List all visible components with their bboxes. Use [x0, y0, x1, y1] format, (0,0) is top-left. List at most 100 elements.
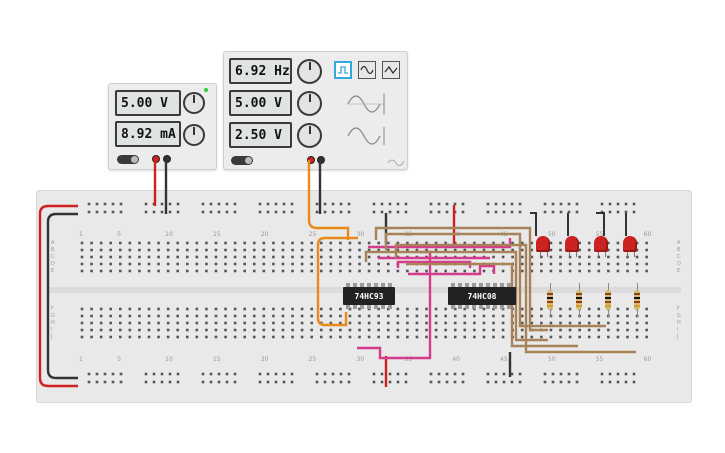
chip-pin [346, 305, 350, 309]
square-wave-button[interactable] [334, 61, 352, 79]
sine-wave-button[interactable] [358, 61, 376, 79]
offset-wave-icon [347, 127, 385, 145]
column-number: 20 [260, 231, 269, 238]
voltage-display: 5.00 V [115, 90, 181, 116]
chip-pin [493, 305, 497, 309]
chip-pin [493, 283, 497, 287]
column-number: 45 [500, 356, 508, 363]
row-letter: E [51, 268, 55, 274]
frequency-display: 6.92 Hz [229, 58, 292, 84]
column-number: 50 [547, 231, 556, 238]
row-letter: D [677, 261, 681, 267]
chip-pin [451, 305, 455, 309]
chip-pin [353, 305, 357, 309]
column-number: 55 [595, 356, 604, 363]
triangle-wave-icon [384, 65, 398, 75]
column-number: 15 [212, 356, 221, 363]
column-number: 30 [356, 231, 365, 238]
column-number: 40 [452, 231, 460, 238]
chip-pin [367, 283, 371, 287]
function-generator[interactable]: 6.92 Hz 5.00 V 2.50 V [223, 51, 408, 170]
column-number: 1 [79, 356, 83, 363]
row-letter: H [677, 320, 681, 326]
current-knob[interactable] [183, 124, 205, 146]
triangle-wave-button[interactable] [382, 61, 400, 79]
resistor[interactable] [547, 290, 553, 310]
column-number: 10 [165, 231, 173, 238]
led[interactable] [565, 236, 579, 252]
voltage-knob[interactable] [183, 92, 205, 114]
output-jack[interactable] [307, 156, 315, 164]
chip-pin [367, 305, 371, 309]
chip-pin [486, 305, 490, 309]
chip-pin [472, 305, 476, 309]
chip-pin [479, 283, 483, 287]
row-letter: I [677, 327, 679, 333]
led[interactable] [536, 236, 550, 252]
chip-74hc93[interactable]: 74HC93 [343, 287, 395, 305]
row-letter: I [51, 327, 53, 333]
column-number: 20 [260, 356, 269, 363]
resistor[interactable] [576, 290, 582, 310]
row-letter: H [51, 320, 55, 326]
chip-pin [465, 283, 469, 287]
power-switch[interactable] [117, 155, 139, 164]
led[interactable] [594, 236, 608, 252]
generator-power-switch[interactable] [231, 156, 253, 165]
column-number: 40 [452, 356, 460, 363]
row-letter: F [677, 306, 680, 312]
chip-pin [507, 283, 511, 287]
column-number: 10 [165, 356, 173, 363]
resistor[interactable] [605, 290, 611, 310]
chip-pin [451, 283, 455, 287]
chip-pin [353, 283, 357, 287]
chip-74hc08[interactable]: 74HC08 [448, 287, 516, 305]
common-jack[interactable] [317, 156, 325, 164]
led-leads [627, 252, 635, 257]
column-number: 15 [212, 231, 221, 238]
current-display: 8.92 mA [115, 121, 181, 147]
row-letter: A [51, 240, 55, 246]
chip-pin [381, 283, 385, 287]
offset-display: 2.50 V [229, 122, 292, 148]
amplitude-wave-icon [346, 93, 386, 115]
chip-pin [472, 283, 476, 287]
power-supply[interactable]: 5.00 V 8.92 mA [108, 83, 217, 170]
column-number: 30 [356, 356, 365, 363]
led[interactable] [623, 236, 637, 252]
led-leads [598, 252, 606, 257]
row-letter: J [677, 334, 679, 340]
row-letter: D [51, 261, 55, 267]
row-letter: A [677, 240, 681, 246]
square-wave-icon [338, 66, 348, 74]
generator-logo-icon [387, 159, 405, 166]
row-letter: B [677, 247, 681, 253]
negative-jack[interactable] [163, 155, 171, 163]
chip-pin [360, 283, 364, 287]
led-leads [569, 252, 577, 257]
positive-jack[interactable] [152, 155, 160, 163]
chip-pin [360, 305, 364, 309]
column-number: 5 [117, 356, 122, 363]
column-number: 25 [308, 356, 317, 363]
column-number: 50 [547, 356, 556, 363]
frequency-knob[interactable] [297, 59, 322, 84]
row-letter: F [51, 306, 54, 312]
chip-pin [388, 283, 392, 287]
power-led-icon [204, 88, 208, 92]
chip-pin [458, 305, 462, 309]
chip-pin [458, 283, 462, 287]
sine-wave-icon [360, 65, 374, 75]
chip-pin [500, 305, 504, 309]
resistor[interactable] [634, 290, 640, 310]
chip-pin [346, 283, 350, 287]
column-number: 60 [643, 356, 652, 363]
chip-pin [507, 305, 511, 309]
chip-pin [486, 283, 490, 287]
offset-knob[interactable] [297, 123, 322, 148]
column-number: 5 [117, 231, 122, 238]
chip-pin [479, 305, 483, 309]
row-letter: C [51, 254, 55, 260]
amplitude-knob[interactable] [297, 91, 322, 116]
chip-pin [374, 305, 378, 309]
